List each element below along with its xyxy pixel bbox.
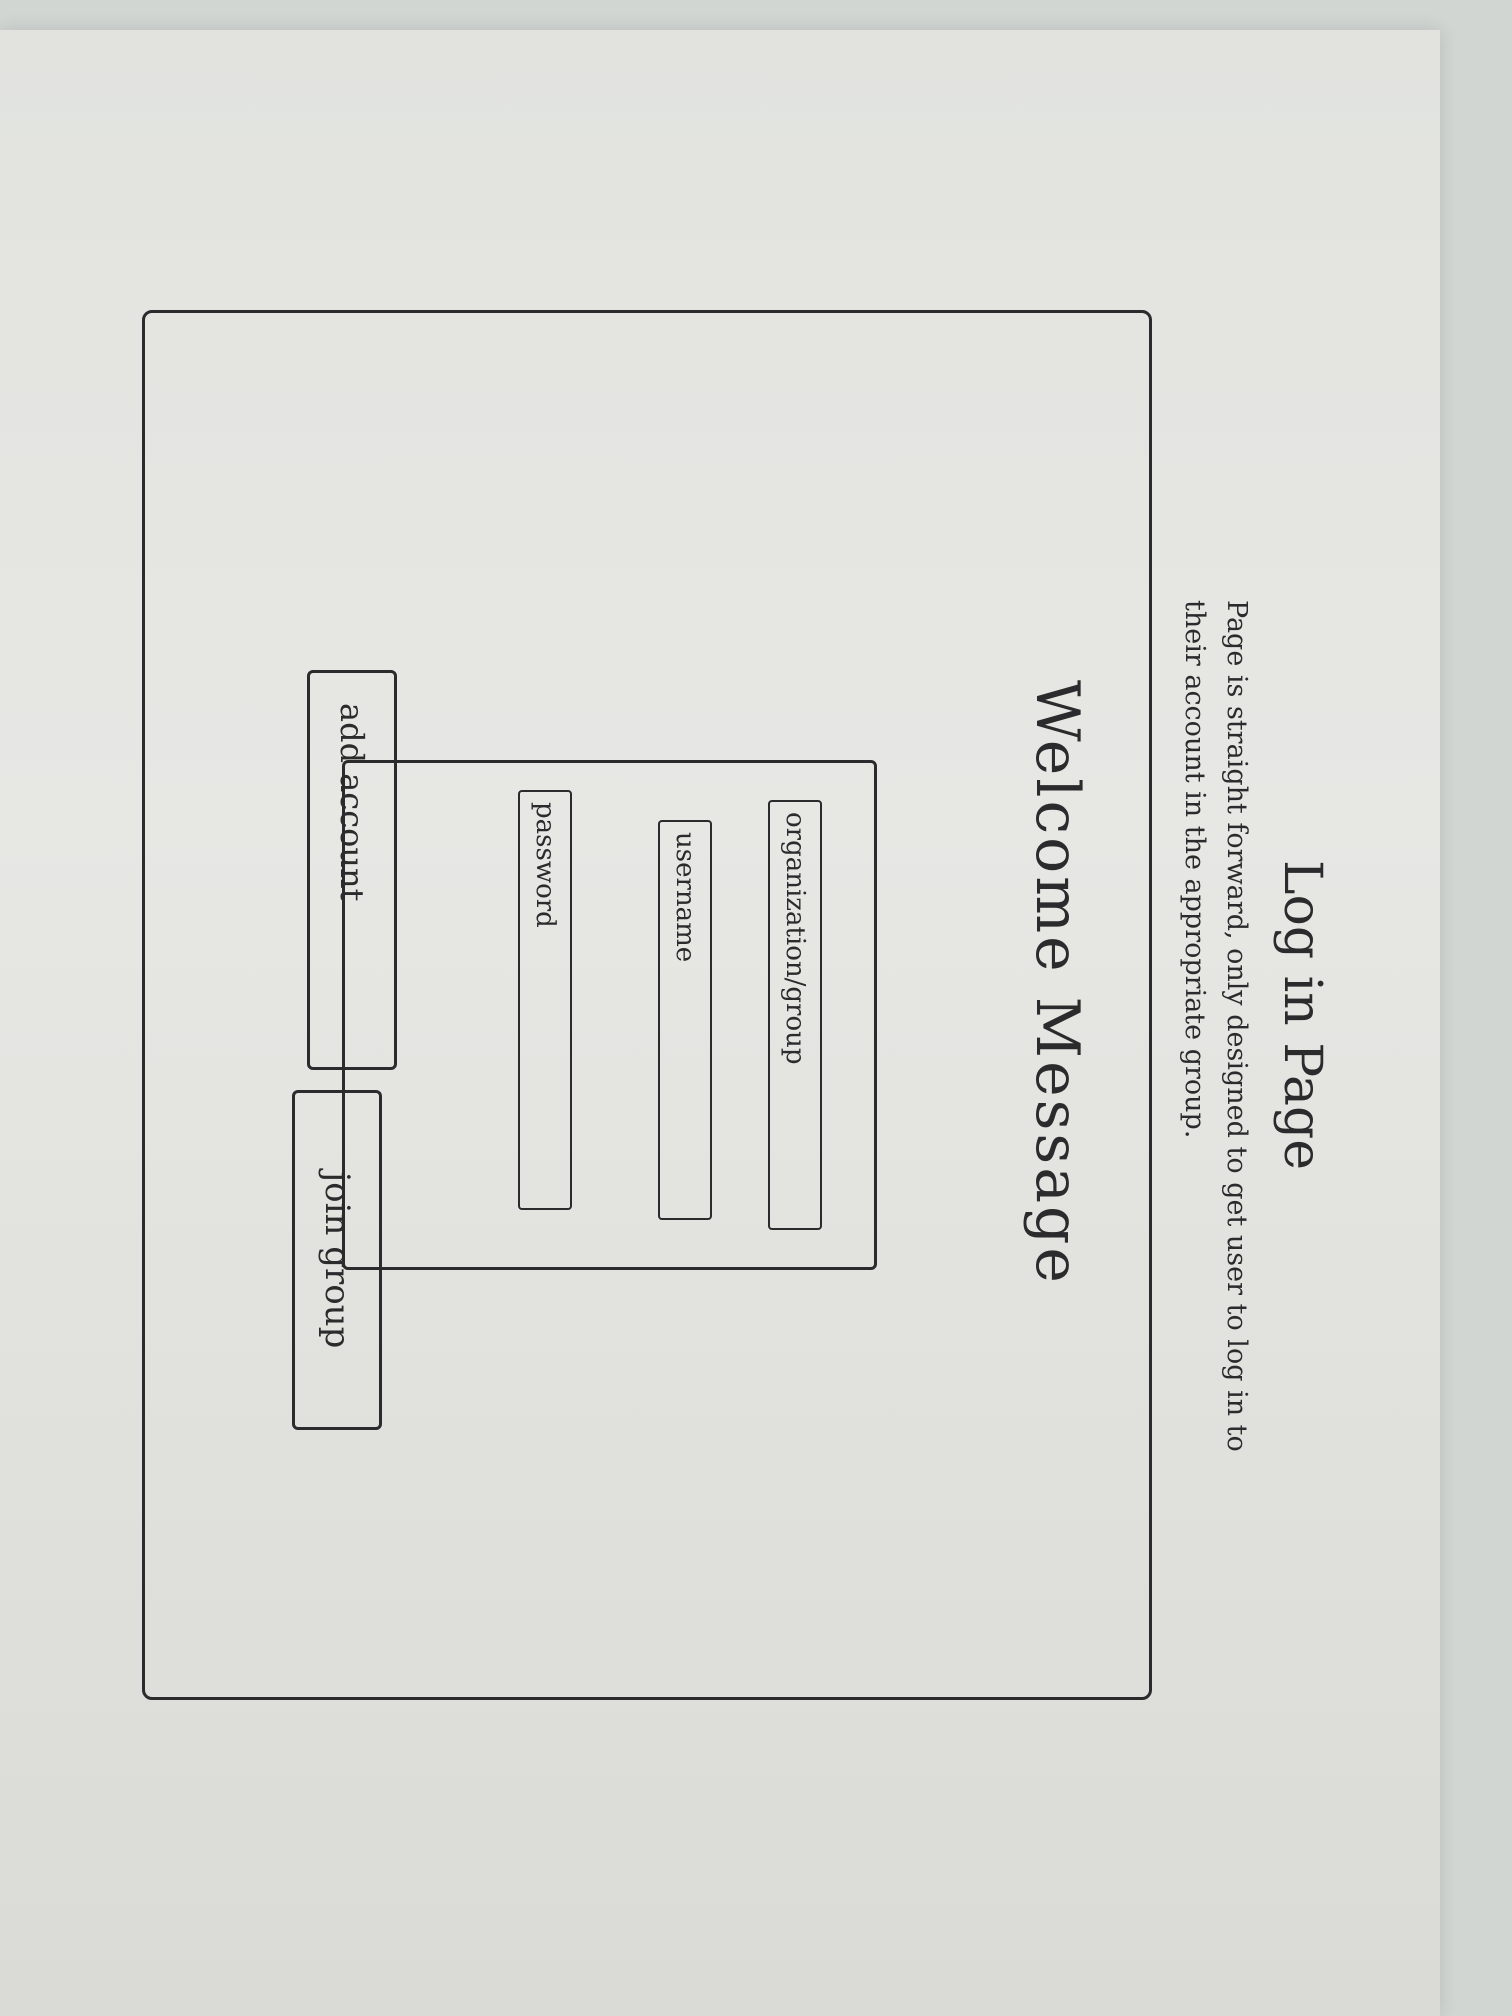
password-field[interactable]: password	[518, 790, 572, 1210]
page-title: Log in Page	[1272, 860, 1332, 1171]
welcome-message: Welcome Message	[1022, 680, 1092, 1286]
join-group-button[interactable]: join group	[292, 1090, 382, 1430]
join-group-label: join group	[317, 1171, 357, 1349]
username-field[interactable]: username	[658, 820, 712, 1220]
organization-group-field[interactable]: organization/group	[768, 800, 822, 1230]
add-account-button[interactable]: add account	[307, 670, 397, 1070]
paper-sheet	[0, 30, 1440, 2016]
add-account-label: add account	[333, 703, 371, 902]
design-note: Page is straight forward, only designed …	[1179, 600, 1252, 1452]
